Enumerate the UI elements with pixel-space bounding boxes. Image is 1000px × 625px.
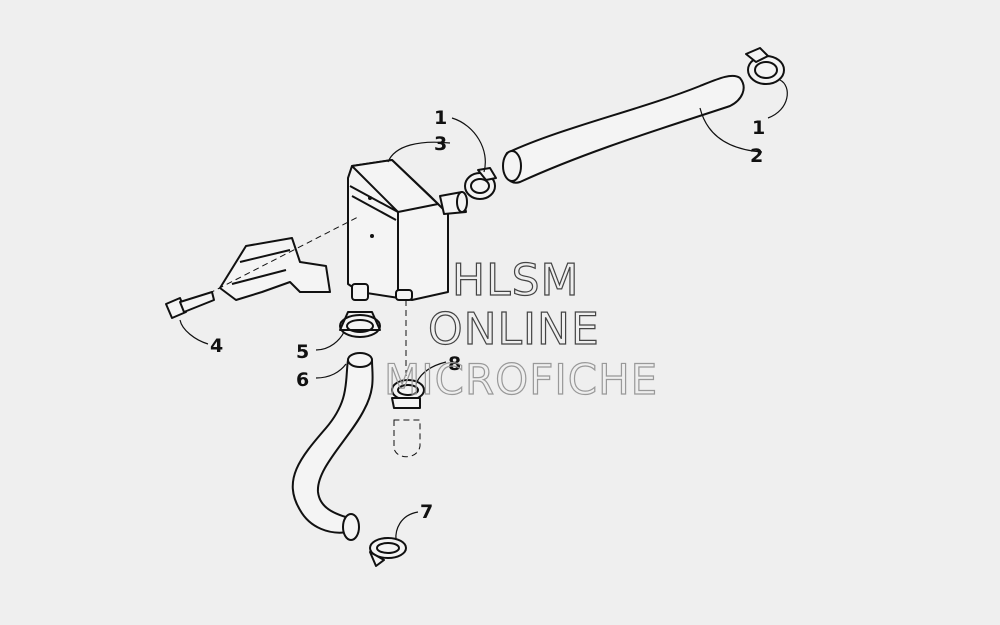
callout-5-clamp: 5 bbox=[296, 341, 309, 363]
drain-hose-phantom bbox=[393, 300, 421, 458]
hose-lower[interactable] bbox=[291, 352, 374, 541]
clamp-mid-right[interactable] bbox=[391, 379, 425, 409]
bolt[interactable] bbox=[165, 291, 215, 319]
reservoir-tank[interactable] bbox=[347, 159, 468, 301]
clamp-mid-left[interactable] bbox=[339, 311, 381, 338]
clamp-top-right[interactable] bbox=[745, 47, 785, 85]
callout-4-bolt: 4 bbox=[210, 335, 223, 357]
hose-upper[interactable] bbox=[502, 74, 745, 184]
callout-8-clamp: 8 bbox=[448, 353, 461, 375]
callout-3-reservoir: 3 bbox=[434, 133, 447, 155]
watermark-line2: ONLINE bbox=[428, 304, 600, 355]
mounting-bracket bbox=[199, 215, 361, 301]
watermark-line1: HLSM bbox=[452, 255, 580, 306]
callout-7-clamp: 7 bbox=[420, 501, 433, 523]
clamp-bottom[interactable] bbox=[369, 537, 407, 567]
watermark-line3: MICROFICHE bbox=[384, 355, 658, 404]
callout-1-clamp-upper-left: 1 bbox=[434, 107, 447, 129]
callout-2-hose: 2 bbox=[750, 145, 763, 167]
clamp-upper-left[interactable] bbox=[464, 167, 497, 200]
leader-lines bbox=[179, 79, 788, 541]
callout-6-hose: 6 bbox=[296, 369, 309, 391]
callout-1-clamp-top-right: 1 bbox=[752, 117, 765, 139]
